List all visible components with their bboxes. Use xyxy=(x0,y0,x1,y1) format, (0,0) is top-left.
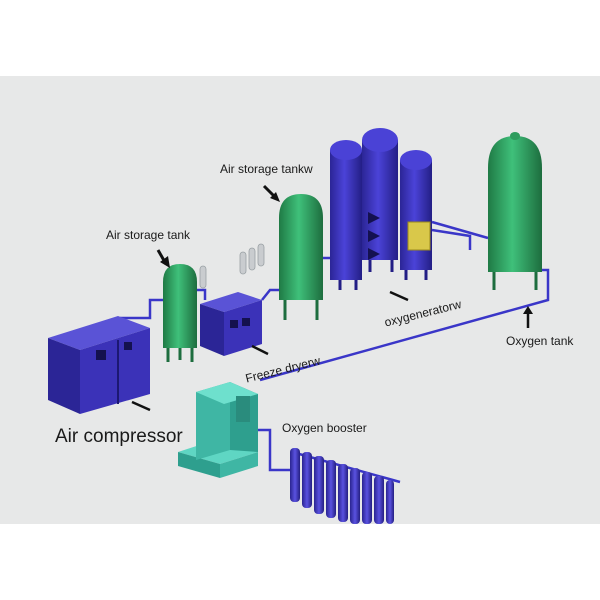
oxygen-tank-arrowhead xyxy=(523,306,533,314)
oxygen-cylinders xyxy=(290,448,394,524)
air-storage-tankw-arrowhead xyxy=(270,192,280,202)
air-storage-tank-arrowhead xyxy=(160,256,170,268)
oxygen-tank xyxy=(488,132,542,290)
air-compressor xyxy=(48,316,150,414)
label-air-storage-tankw: Air storage tankw xyxy=(220,162,313,176)
air-storage-tank xyxy=(163,264,197,362)
freeze-dryer xyxy=(200,292,262,356)
label-oxygen-booster: Oxygen booster xyxy=(282,421,367,435)
freeze-dryer-arrow xyxy=(251,344,269,356)
filters xyxy=(199,243,265,289)
oxygen-generator-arrow xyxy=(389,290,409,302)
oxygen-generator xyxy=(330,128,432,290)
label-oxygen-tank: Oxygen tank xyxy=(506,334,574,348)
label-air-storage-tank: Air storage tank xyxy=(106,228,191,242)
label-air-compressor: Air compressor xyxy=(55,426,183,447)
air-storage-tankw xyxy=(279,194,323,320)
air-compressor-arrow xyxy=(131,400,151,412)
oxygen-booster xyxy=(178,382,258,478)
